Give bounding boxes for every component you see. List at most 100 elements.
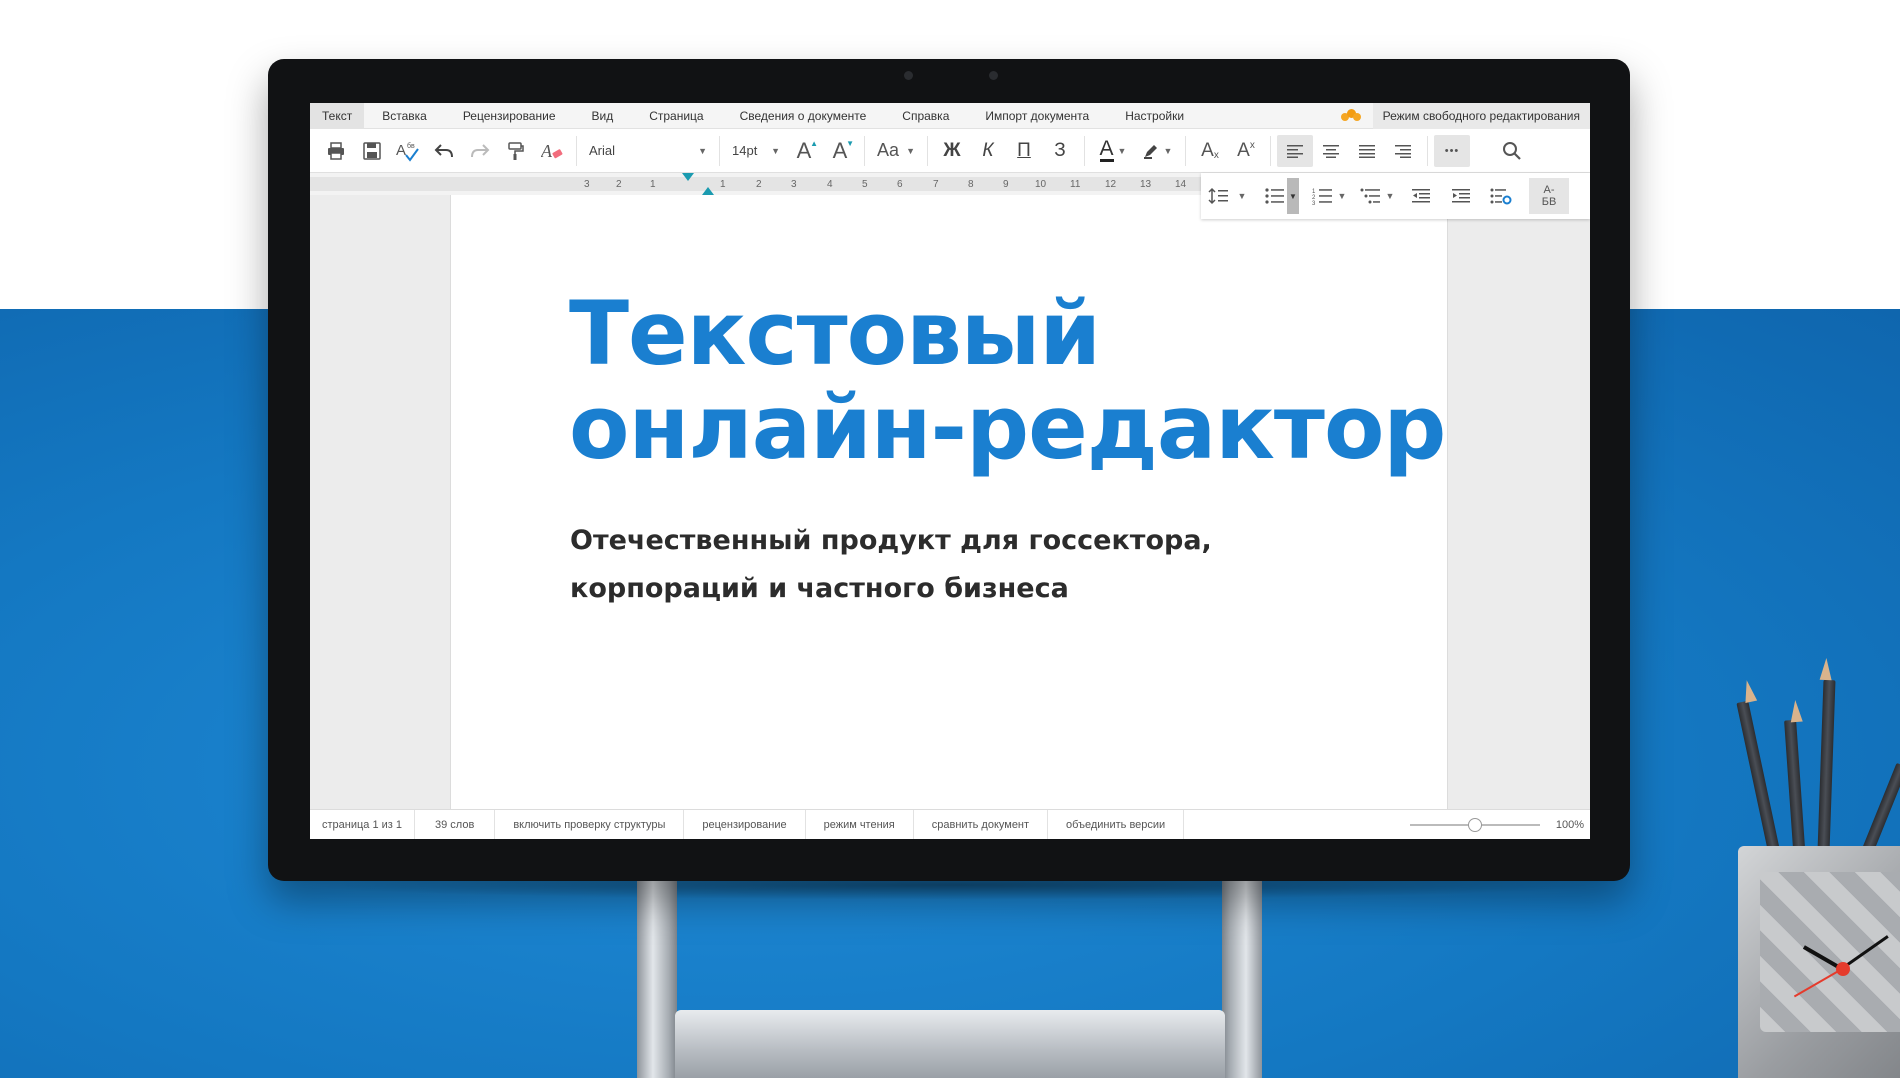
- menu-tab-import[interactable]: Импорт документа: [985, 108, 1090, 123]
- font-size-select[interactable]: 14pt ▼: [726, 136, 786, 166]
- zoom-value: 100%: [1555, 819, 1584, 831]
- toolbar-separator: [1185, 135, 1186, 166]
- status-bar: страница 1 из 1 39 слов включить проверк…: [310, 809, 1590, 839]
- camera-dot-right: [989, 71, 998, 80]
- font-color-button[interactable]: A ▼: [1091, 135, 1135, 167]
- review-button[interactable]: рецензирование: [684, 809, 806, 839]
- toolbar-separator: [1084, 135, 1085, 166]
- grow-font-label: A: [796, 137, 812, 163]
- highlight-button[interactable]: ▼: [1135, 135, 1179, 167]
- multilevel-list-icon[interactable]: ▼: [1357, 178, 1397, 214]
- italic-button[interactable]: К: [970, 135, 1006, 167]
- toolbar-separator: [864, 135, 865, 166]
- decrease-indent-icon[interactable]: [1401, 178, 1441, 214]
- menu-tab-review[interactable]: Рецензирование: [462, 108, 556, 123]
- triangle-up-icon: ▲: [810, 138, 818, 148]
- zoom-slider[interactable]: [1409, 818, 1540, 832]
- format-painter-icon[interactable]: [498, 135, 534, 167]
- ruler-number: 1: [720, 179, 726, 190]
- menu-tab-view[interactable]: Вид: [591, 108, 614, 123]
- more-options-label: •••: [1444, 144, 1460, 157]
- font-family-value: Arial: [589, 143, 616, 158]
- svg-text:1: 1: [1312, 189, 1316, 195]
- bold-button[interactable]: Ж: [934, 135, 970, 167]
- page-counter: страница 1 из 1: [310, 809, 416, 839]
- reading-mode-button[interactable]: режим чтения: [806, 809, 914, 839]
- font-size-value: 14pt: [732, 143, 758, 158]
- redo-icon[interactable]: [462, 135, 498, 167]
- users-icon[interactable]: [1340, 108, 1361, 124]
- subscript-x-icon: x: [1213, 150, 1219, 161]
- superscript-label: A: [1237, 139, 1250, 161]
- bold-label: Ж: [943, 139, 961, 161]
- save-icon[interactable]: [354, 135, 390, 167]
- word-counter: 39 слов: [415, 809, 496, 839]
- ruler-number: 7: [933, 179, 939, 190]
- toolbar-separator: [1427, 135, 1428, 166]
- document-area: Текстовый онлайн-редактор Отечественный …: [310, 195, 1590, 809]
- subscript-label: A: [1201, 139, 1214, 161]
- bullet-list-dropdown[interactable]: ▼: [1287, 178, 1299, 214]
- ruler-number: 8: [968, 179, 974, 190]
- document-subtitle[interactable]: Отечественный продукт для госсектора, ко…: [570, 517, 1212, 613]
- increase-indent-icon[interactable]: [1441, 178, 1481, 214]
- clock-second-hand: [1793, 968, 1843, 998]
- compare-document-button[interactable]: сравнить документ: [914, 809, 1049, 839]
- change-case-select[interactable]: Aa ▼: [871, 136, 921, 166]
- desk-clock: [1760, 872, 1900, 1032]
- menu-tab-page[interactable]: Страница: [649, 108, 704, 123]
- monitor-stand-right: [1222, 878, 1262, 1078]
- menu-tab-document-info[interactable]: Сведения о документе: [739, 108, 867, 123]
- ruler-number: 11: [1070, 179, 1081, 190]
- merge-versions-button[interactable]: объединить версии: [1048, 809, 1185, 839]
- align-left-icon[interactable]: [1277, 134, 1313, 167]
- menu-tab-text[interactable]: Текст: [310, 103, 365, 129]
- line-spacing-icon[interactable]: ▼: [1207, 178, 1247, 214]
- shrink-font-button[interactable]: A ▼: [822, 135, 858, 167]
- list-settings-icon[interactable]: [1481, 178, 1521, 214]
- chevron-down-icon: ▼: [906, 145, 915, 156]
- pencil-2-tip: [1789, 699, 1803, 723]
- strikethrough-button[interactable]: З: [1042, 135, 1078, 167]
- underline-button[interactable]: П: [1006, 135, 1042, 167]
- editing-mode-label[interactable]: Режим свободного редактирования: [1372, 103, 1590, 129]
- search-icon[interactable]: [1494, 135, 1530, 167]
- chevron-down-icon: ▼: [698, 145, 707, 156]
- underline-label: П: [1017, 139, 1031, 161]
- print-icon[interactable]: [318, 135, 354, 167]
- align-center-icon[interactable]: [1313, 135, 1349, 167]
- font-family-select[interactable]: Arial ▼: [583, 136, 713, 166]
- toolbar-separator: [1270, 135, 1271, 166]
- align-right-icon[interactable]: [1385, 135, 1421, 167]
- zoom-slider-handle[interactable]: [1467, 818, 1482, 832]
- menu-tab-help[interactable]: Справка: [902, 108, 950, 123]
- menu-bar: Текст Вставка Рецензирование Вид Страниц…: [310, 103, 1590, 129]
- clear-format-icon[interactable]: A: [534, 135, 570, 167]
- structure-check-button[interactable]: включить проверку структуры: [495, 809, 685, 839]
- menu-tab-insert[interactable]: Вставка: [382, 108, 427, 123]
- first-line-indent-marker[interactable]: [682, 173, 694, 181]
- menu-tab-settings[interactable]: Настройки: [1125, 108, 1185, 123]
- subtitle-line-2: корпораций и частного бизнеса: [570, 573, 1069, 604]
- ruler-number: 14: [1175, 179, 1187, 190]
- undo-icon[interactable]: [426, 135, 462, 167]
- document-title[interactable]: Текстовый онлайн-редактор: [569, 287, 1446, 475]
- document-page[interactable]: Текстовый онлайн-редактор Отечественный …: [450, 195, 1448, 809]
- align-justify-icon[interactable]: [1349, 135, 1385, 167]
- bullet-list-icon[interactable]: ▼: [1255, 178, 1299, 214]
- left-indent-marker[interactable]: [702, 187, 714, 195]
- editor-screen: Текст Вставка Рецензирование Вид Страниц…: [310, 103, 1590, 839]
- ruler-number: 2: [616, 179, 622, 190]
- svg-text:бв: бв: [407, 142, 415, 150]
- grow-font-button[interactable]: A ▲: [786, 135, 822, 167]
- ruler-number: 2: [756, 179, 762, 190]
- cyrillic-sort-button[interactable]: А- БВ: [1529, 178, 1569, 214]
- pencil-3-tip: [1819, 657, 1833, 681]
- more-options-button[interactable]: •••: [1434, 134, 1470, 167]
- monitor-stand-left: [637, 878, 677, 1078]
- ruler-number: 5: [862, 179, 868, 190]
